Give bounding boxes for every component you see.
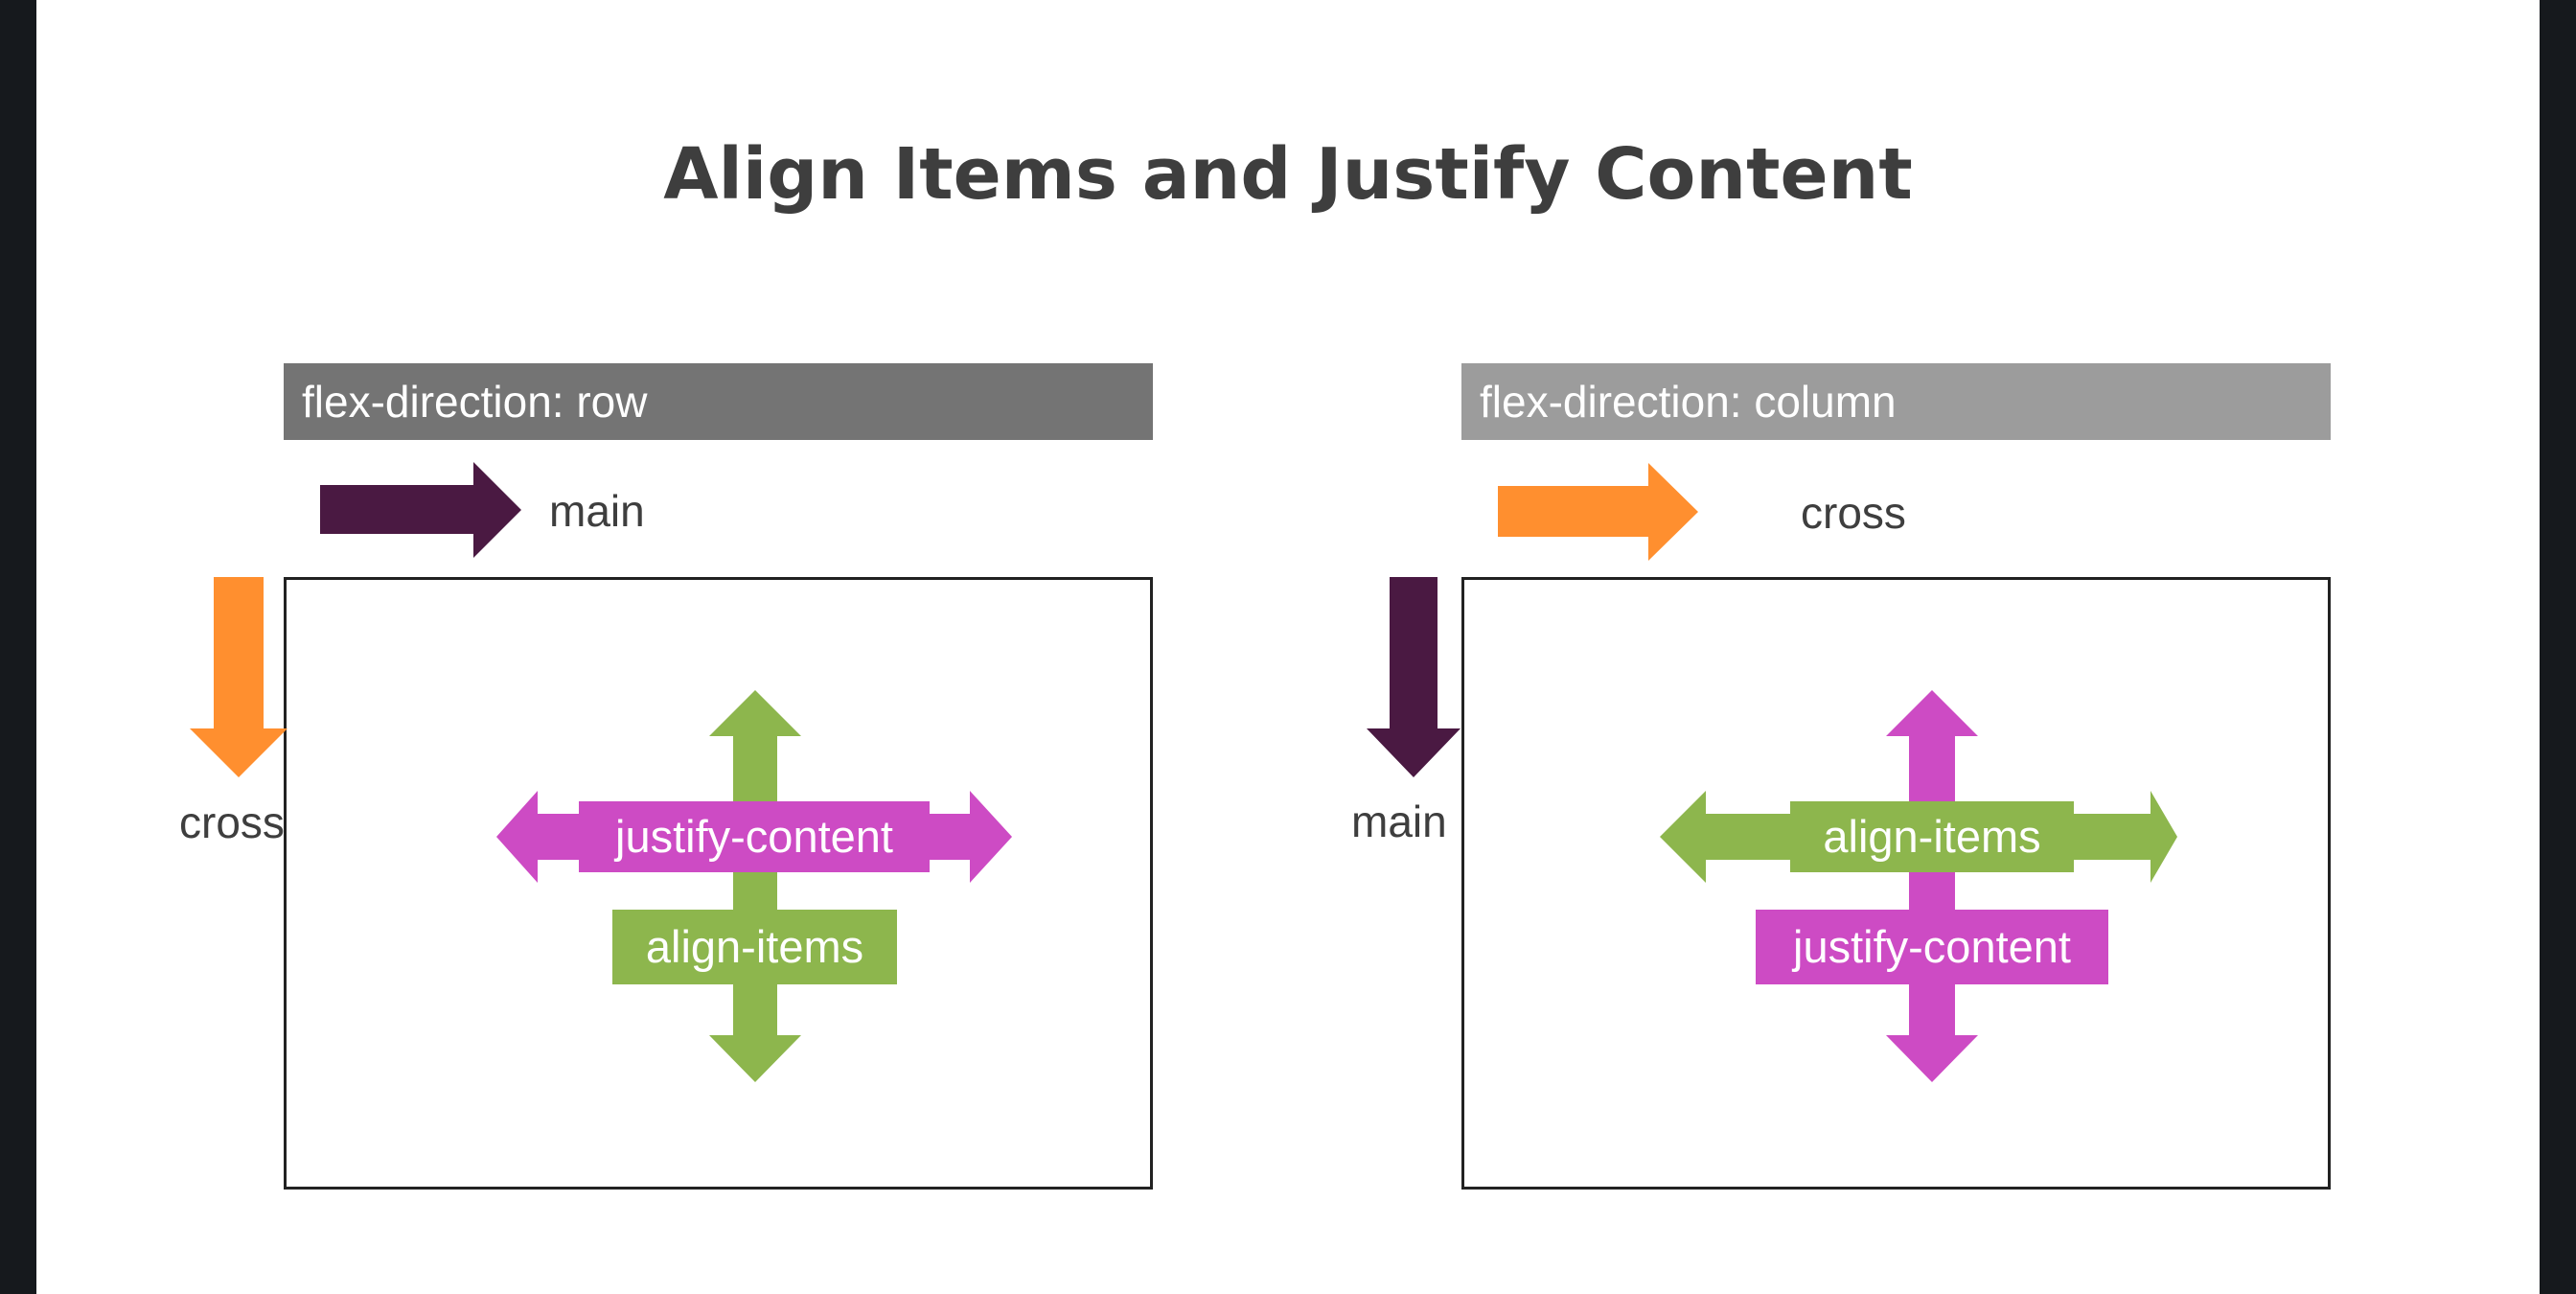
column-cross-axis-arrow-icon — [1498, 463, 1698, 561]
column-panel-header: flex-direction: column — [1461, 363, 2331, 440]
row-panel-header: flex-direction: row — [284, 363, 1153, 440]
slide-title: Align Items and Justify Content — [663, 133, 1913, 216]
right-frame-edge — [2540, 0, 2576, 1294]
column-main-axis-label: main — [1351, 797, 1447, 846]
left-frame-edge — [0, 0, 36, 1294]
row-cross-axis-arrow-icon — [190, 577, 288, 777]
column-justify-content-arrow-icon — [1886, 690, 1978, 1082]
row-align-items-label: align-items — [612, 910, 897, 984]
row-flex-container — [284, 577, 1153, 1190]
row-main-axis-arrow-icon — [320, 462, 521, 558]
column-flex-container — [1461, 577, 2331, 1190]
row-justify-content-label: justify-content — [579, 801, 930, 872]
column-main-axis-arrow-icon — [1367, 577, 1460, 777]
column-cross-axis-label: cross — [1801, 488, 1906, 538]
row-main-axis-label: main — [549, 486, 645, 536]
column-align-items-label: align-items — [1790, 801, 2074, 872]
slide: Align Items and Justify Content — [36, 0, 2540, 1294]
row-align-items-arrow-icon — [709, 690, 801, 1082]
row-cross-axis-label: cross — [179, 797, 285, 847]
column-justify-content-label: justify-content — [1756, 910, 2108, 984]
